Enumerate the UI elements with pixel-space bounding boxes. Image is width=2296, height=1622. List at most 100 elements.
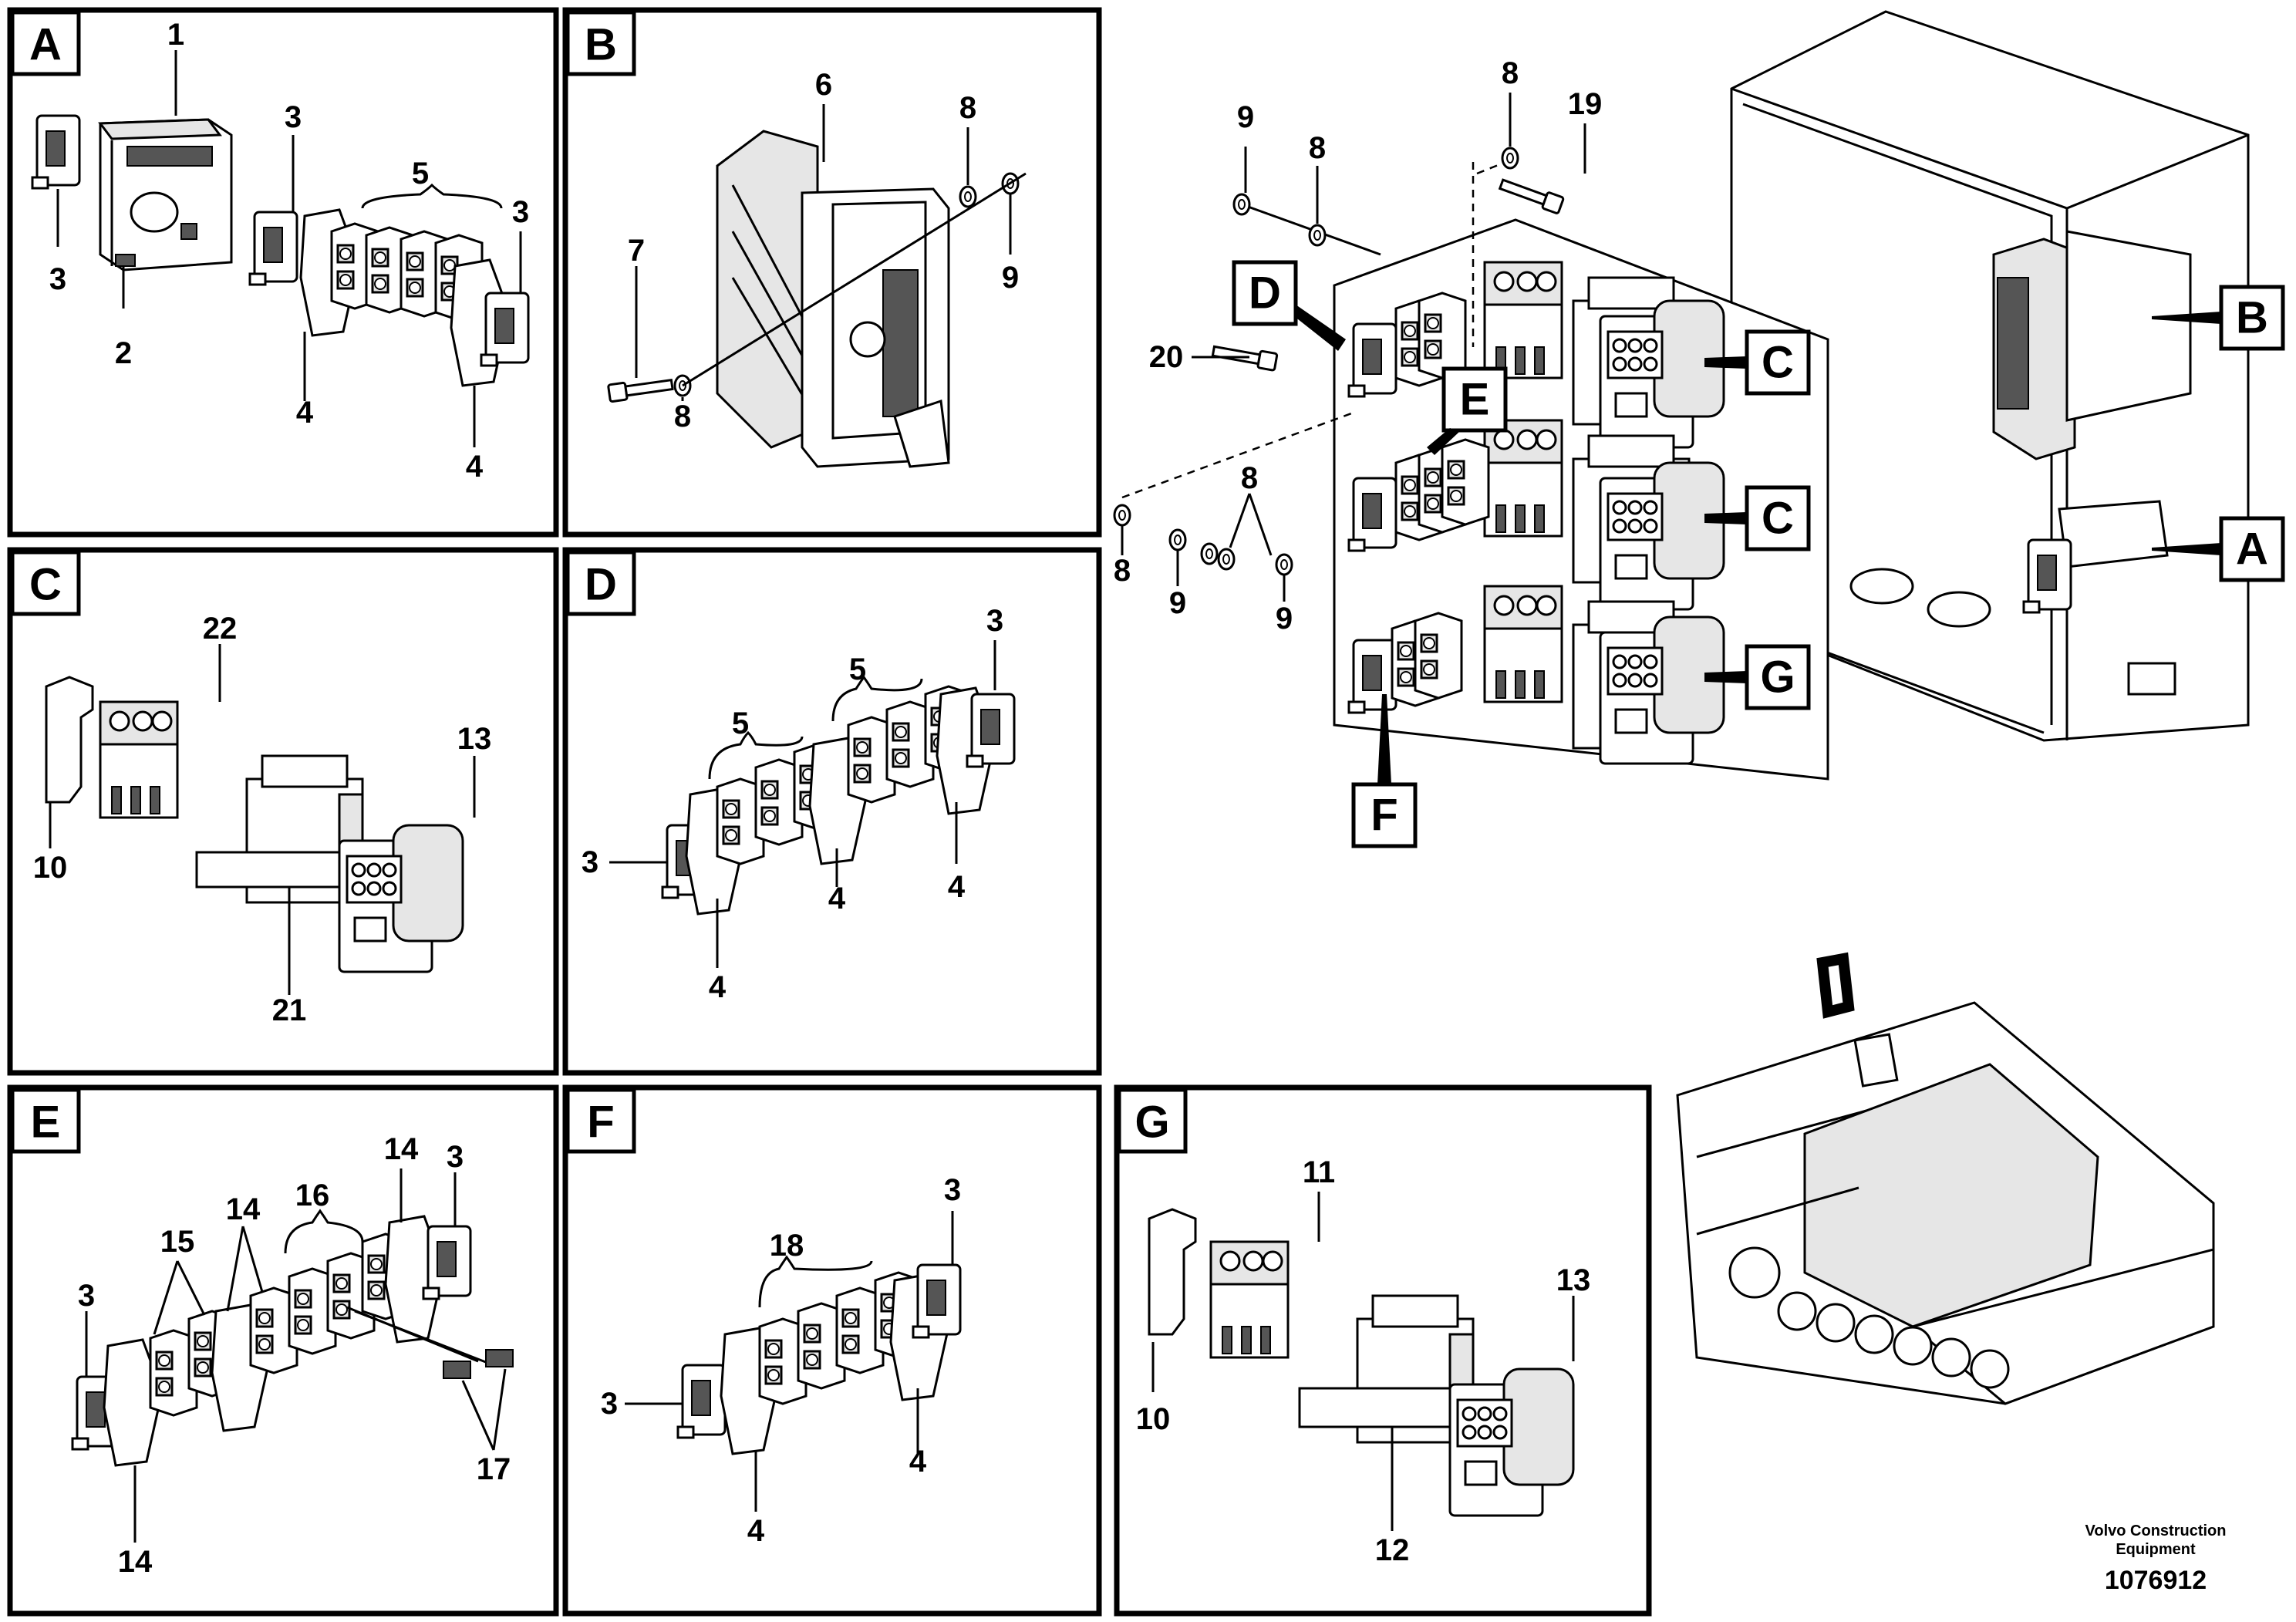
nut: [1275, 553, 1293, 576]
callout: 11: [1303, 1155, 1335, 1189]
overview-tag-b: B: [2236, 293, 2268, 343]
callout: 20: [1149, 340, 1184, 374]
bracket-5: [361, 183, 503, 209]
end-clamp-left: [31, 114, 81, 190]
callout: 9: [1002, 261, 1019, 295]
brand-line-2: Equipment: [2116, 1541, 2196, 1558]
end-clamp: [912, 1263, 962, 1339]
overview-tag-g: G: [1760, 653, 1795, 703]
brand-line-1: Volvo Construction: [2085, 1523, 2227, 1539]
panel-d-tag: D: [585, 560, 617, 610]
washer: [959, 185, 977, 208]
callout: 5: [732, 706, 749, 740]
callout: 5: [412, 157, 429, 191]
callout: 9: [1169, 586, 1186, 620]
callout: 10: [33, 851, 68, 885]
callout: 10: [1136, 1402, 1171, 1436]
callout: 8: [1241, 461, 1258, 495]
callout: 4: [909, 1445, 927, 1479]
callout: 15: [160, 1225, 195, 1259]
end-clamp: [676, 1364, 727, 1439]
small-clip: [115, 254, 136, 267]
document-number: 1076912: [2104, 1566, 2207, 1595]
callout: 8: [959, 91, 976, 125]
callout: 3: [944, 1173, 961, 1207]
overview-tag-c1: C: [1762, 338, 1794, 388]
callout: 3: [49, 262, 66, 296]
track-wheels: [1728, 1246, 2010, 1389]
panel-g: G 11 13 10 12: [1114, 1084, 1652, 1617]
panel-d: D 5 5 3 3 4 4 4: [562, 547, 1102, 1076]
callout: 4: [828, 882, 846, 916]
circuit-breaker: [99, 700, 179, 819]
terminal-strip: [1298, 1387, 1467, 1428]
panel-c: C 22 13 10 21: [7, 547, 559, 1076]
callout: 3: [986, 604, 1003, 638]
callout: 8: [1114, 554, 1131, 588]
overview-tag-a: A: [2236, 524, 2268, 575]
panel-g-tag: G: [1135, 1098, 1169, 1148]
end-clamp-mid: [248, 211, 298, 286]
cabinet-location-marker: [1816, 952, 1855, 1019]
control-unit: [716, 130, 950, 468]
panel-a: A 1 3 2 3 5 3 4 4: [7, 7, 559, 538]
callout: 6: [815, 68, 832, 102]
washer: [1308, 224, 1327, 247]
callout: 3: [285, 100, 302, 134]
jumper: [443, 1361, 471, 1379]
callout: 4: [747, 1514, 765, 1548]
washer: [1501, 147, 1519, 170]
callout: 5: [849, 653, 866, 686]
paver-machine-illustration: [1676, 952, 2215, 1405]
circuit-breaker: [1209, 1240, 1290, 1359]
callout: 3: [601, 1387, 618, 1421]
jumper: [485, 1349, 514, 1367]
washer: [1200, 542, 1219, 565]
callout: 1: [167, 18, 184, 52]
callout: 21: [272, 993, 307, 1027]
panel-f-tag: F: [587, 1098, 614, 1148]
callout: 7: [628, 234, 645, 268]
callout: 3: [512, 195, 529, 229]
callout: 8: [1502, 56, 1519, 90]
overview-assembly: 9 8 8 19 20 8 8 9 9 D E F C C G B A: [1113, 10, 2285, 848]
brand-credit: Volvo Construction Equipment: [2059, 1522, 2252, 1559]
end-clamp: [422, 1225, 472, 1300]
cabinet-control-unit: [1992, 230, 2192, 460]
ecu-module: [98, 118, 233, 271]
overview-tag-d: D: [1249, 268, 1281, 319]
callout: 2: [115, 336, 132, 370]
callout: 9: [1237, 100, 1254, 134]
callout: 8: [1309, 131, 1326, 165]
callout: 12: [1375, 1533, 1410, 1567]
end-clamp-right: [480, 292, 530, 367]
bolt: [1497, 174, 1566, 215]
callout: 22: [203, 612, 238, 646]
panel-b-tag: B: [585, 20, 617, 70]
callout: 17: [477, 1452, 511, 1486]
panel-c-tag: C: [29, 560, 62, 610]
callout: 14: [384, 1132, 419, 1166]
panel-e: E 16 14 3 15 14 3 17 14: [7, 1084, 559, 1617]
callout: 19: [1568, 87, 1603, 121]
nut: [1232, 193, 1251, 216]
callout: 16: [295, 1179, 330, 1212]
callout: 4: [948, 870, 966, 904]
end-clamp: [966, 693, 1016, 768]
overview-tag-f: F: [1371, 791, 1397, 841]
callout: 3: [447, 1140, 464, 1174]
panel-f: F 18 3 3 4 4: [562, 1084, 1102, 1617]
panel-b: B 6 8 7 9 8: [562, 7, 1102, 538]
callout: 3: [78, 1279, 95, 1313]
callout: 3: [582, 845, 598, 879]
nut: [1168, 528, 1187, 551]
callout: 14: [226, 1192, 261, 1226]
terminal-strip: [195, 851, 364, 889]
callout: 4: [296, 396, 314, 430]
callout: 13: [1556, 1263, 1591, 1297]
panel-e-tag: E: [31, 1098, 61, 1148]
callout: 4: [466, 450, 484, 484]
callout: 9: [1276, 602, 1293, 636]
washer: [1217, 548, 1236, 571]
